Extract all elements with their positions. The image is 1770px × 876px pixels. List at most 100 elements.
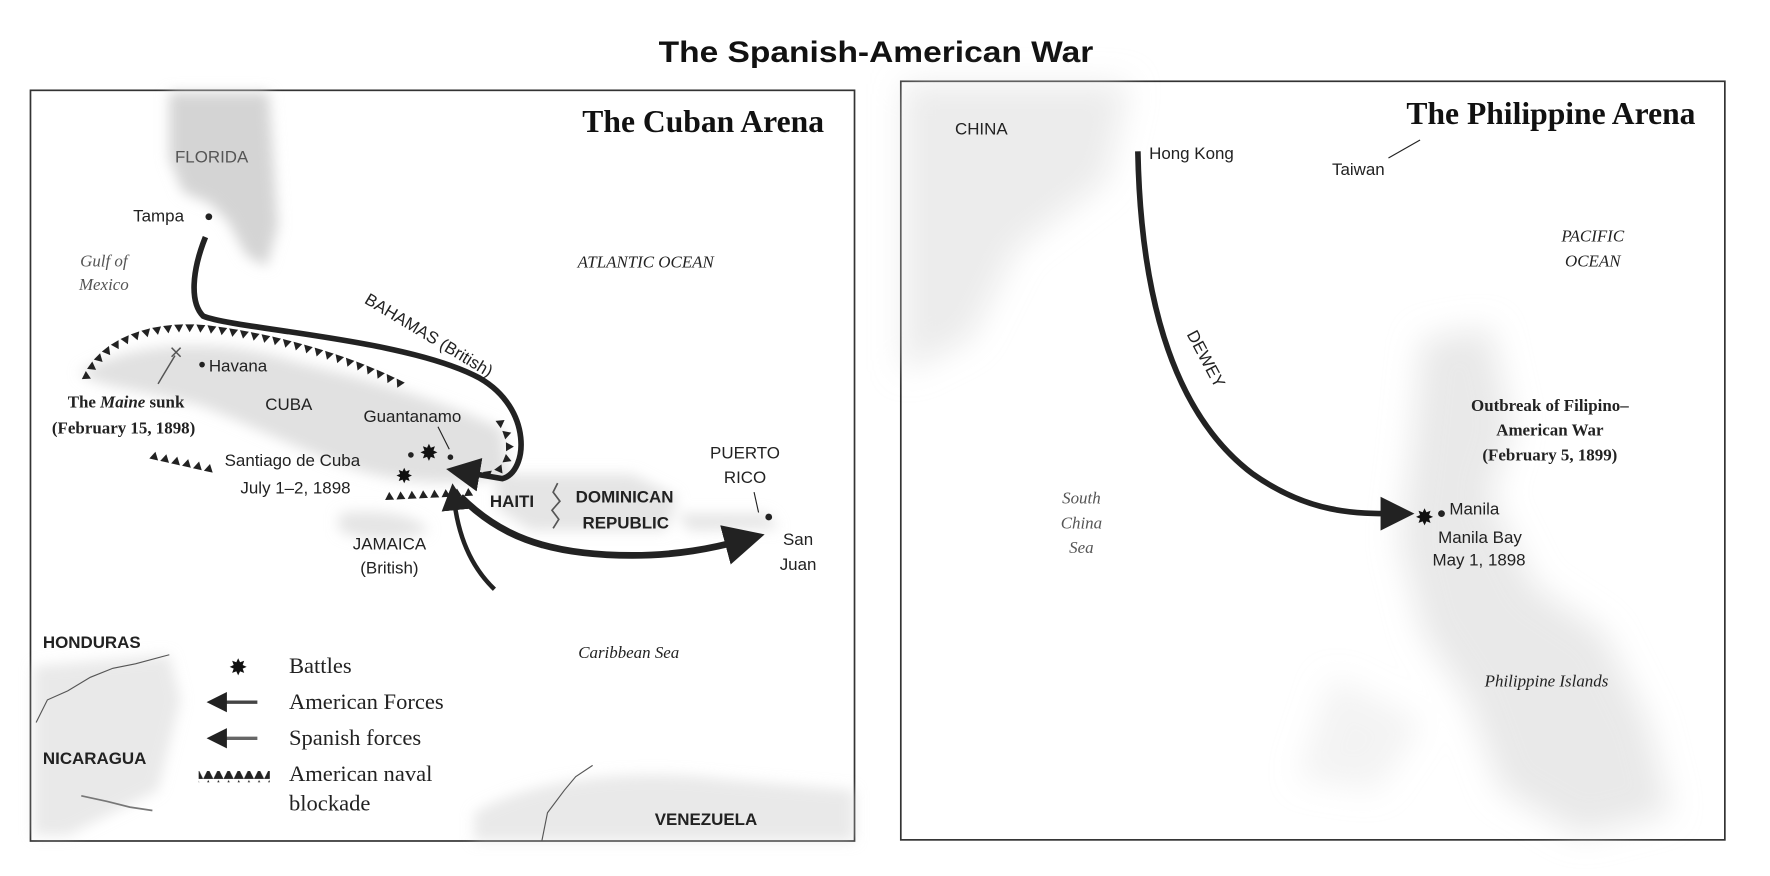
label-gulf-2: Mexico [78, 275, 129, 294]
blockade-triangle [81, 371, 91, 380]
nicaragua-border [81, 795, 153, 812]
label-santiago: Santiago de Cuba [225, 451, 361, 470]
label-santiago-date: July 1–2, 1898 [240, 478, 350, 497]
blockade-triangle [141, 328, 151, 338]
city-dot-havana [199, 361, 205, 368]
page-title: The Spanish-American War [659, 36, 1094, 69]
blockade-triangle [502, 430, 512, 440]
blockade-triangle [174, 324, 184, 333]
label-puerto-rico-2: RICO [724, 468, 766, 487]
label-atlantic: ATLANTIC OCEAN [577, 253, 716, 272]
blockade-triangle [93, 353, 103, 362]
blockade-triangle [314, 347, 324, 357]
legend-blockade-1: American naval [289, 761, 432, 786]
label-manila-date: May 1, 1898 [1432, 551, 1525, 570]
blockade-triangle [376, 369, 385, 379]
label-jamaica-1: JAMAICA [353, 535, 427, 554]
city-dot-guantanamo [447, 454, 454, 461]
label-outbreak-3: (February 5, 1899) [1482, 446, 1617, 465]
venezuela-border [541, 764, 593, 842]
blockade-triangle [505, 442, 514, 452]
blockade-triangle [152, 326, 162, 335]
blockade-triangle [495, 419, 505, 429]
blockade-triangle [101, 346, 111, 356]
label-outbreak-2: American War [1496, 421, 1604, 440]
label-hong-kong: Hong Kong [1149, 144, 1234, 163]
blockade-triangle [385, 491, 395, 501]
label-pacific-2: OCEAN [1565, 251, 1622, 270]
label-havana: Havana [209, 356, 268, 375]
legend-american-forces: American Forces [289, 689, 444, 714]
blockade-triangle [396, 378, 405, 388]
blockade-triangle [335, 354, 345, 364]
label-caribbean: Caribbean Sea [578, 643, 679, 662]
blockade-triangle [218, 326, 228, 336]
label-haiti: HAITI [490, 492, 534, 511]
legend-blockade-2: blockade [289, 791, 370, 816]
label-venezuela: VENEZUELA [655, 810, 757, 829]
label-puerto-rico-1: PUERTO [710, 443, 780, 462]
label-dominican-2: REPUBLIC [582, 513, 669, 532]
label-pacific-1: PACIFIC [1560, 227, 1624, 246]
honduras-border [35, 654, 170, 723]
land-masses [903, 83, 1671, 836]
blockade-triangle [502, 453, 512, 463]
map-legend: ✸ Battles American Forces Spanish forces… [198, 653, 444, 816]
label-san-juan-1: San [783, 530, 813, 549]
label-gulf-1: Gulf of [80, 251, 130, 270]
blockade-triangle [182, 459, 191, 468]
label-honduras: HONDURAS [43, 633, 141, 652]
blockade-triangle [261, 334, 271, 343]
label-south-china-1: South [1062, 488, 1101, 507]
label-san-juan-2: Juan [780, 555, 817, 574]
blockade-triangle [418, 490, 428, 499]
blockade-triangle [407, 490, 417, 499]
label-guantanamo: Guantanamo [363, 407, 461, 426]
blockade-triangle [163, 324, 173, 334]
blockade-icon [198, 771, 270, 783]
battle-icon: ✸ [396, 466, 413, 488]
blockade-triangle [110, 340, 119, 350]
label-china: CHINA [955, 119, 1008, 138]
label-tampa: Tampa [133, 206, 184, 225]
american-forces-route-puerto-rico [458, 494, 765, 565]
panel-title-cuban: The Cuban Arena [582, 104, 824, 139]
blockade-triangle [120, 335, 129, 345]
legend-battles: Battles [289, 653, 352, 678]
blockade-triangle [282, 339, 292, 348]
blockade-triangle [229, 328, 239, 337]
label-cuba: CUBA [265, 395, 313, 414]
cuban-arena-panel: The Cuban Arena FLORIDA Tampa Gulf of Me… [29, 89, 856, 842]
blockade-triangle [130, 331, 140, 341]
blockade-triangle [171, 456, 180, 466]
battle-icon: ✸ [229, 655, 248, 680]
blockade-triangle [185, 324, 195, 333]
blockade-triangle [272, 336, 282, 346]
battle-icon: ✸ [420, 441, 439, 466]
blockade-triangle [386, 374, 395, 384]
blockade-triangle [430, 489, 440, 498]
taiwan-leader-line [1388, 139, 1421, 159]
blockade-triangle [366, 365, 375, 375]
blockade-triangle [192, 461, 202, 471]
dewey-route [1135, 151, 1415, 531]
philippine-arena-panel: The Philippine Arena CHINA Hong Kong Tai… [899, 80, 1726, 841]
blockade-triangle [494, 464, 503, 474]
battle-icon: ✸ [1415, 505, 1434, 530]
city-dot-manila [1438, 510, 1445, 518]
blockade-triangle [87, 361, 97, 370]
blockade-triangle [250, 332, 260, 341]
label-manila-bay: Manila Bay [1438, 528, 1522, 547]
land-masses [33, 92, 855, 841]
city-dot-tampa [205, 213, 213, 221]
label-south-china-3: Sea [1069, 538, 1093, 557]
blockade-triangle [203, 463, 213, 473]
blockade-triangle [149, 451, 159, 461]
label-dominican-1: DOMINICAN [576, 487, 674, 506]
panel-title-philippine: The Philippine Arena [1406, 96, 1695, 131]
label-taiwan: Taiwan [1332, 160, 1385, 179]
label-jamaica-2: (British) [360, 558, 418, 577]
city-dot-santiago [408, 452, 414, 458]
blockade-triangle [325, 350, 334, 360]
